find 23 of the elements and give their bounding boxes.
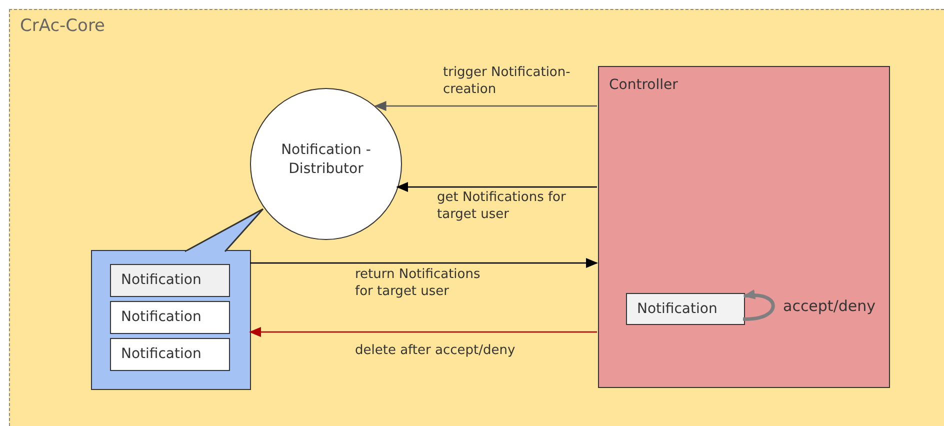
arrow	[250, 258, 598, 268]
panel-title: Controller	[609, 77, 678, 93]
notification-box	[110, 301, 230, 334]
node-label: Notification	[121, 309, 202, 325]
notification-box	[626, 293, 745, 325]
node-label: Notification	[121, 272, 202, 288]
edge-label: return Notifications for target user	[355, 266, 482, 300]
loop-arrow	[742, 290, 775, 321]
group-frame	[9, 9, 944, 426]
edge-label: accept/deny	[783, 298, 877, 315]
arrow	[374, 101, 597, 111]
edge-label: delete after accept/deny	[355, 342, 516, 359]
notification-box	[110, 338, 230, 371]
controller-panel	[598, 66, 890, 388]
edge-label: get Notifications for target user	[437, 189, 567, 223]
group-title: CrAc-Core	[20, 16, 106, 36]
arrow	[249, 327, 597, 337]
node-label: Notification	[121, 346, 202, 362]
node-label: Notification -Distributor	[280, 141, 372, 179]
edge-label: trigger Notification-creation	[443, 64, 572, 98]
node-label: Notification	[637, 301, 718, 317]
notification-box	[110, 264, 230, 297]
arrow	[396, 182, 597, 192]
